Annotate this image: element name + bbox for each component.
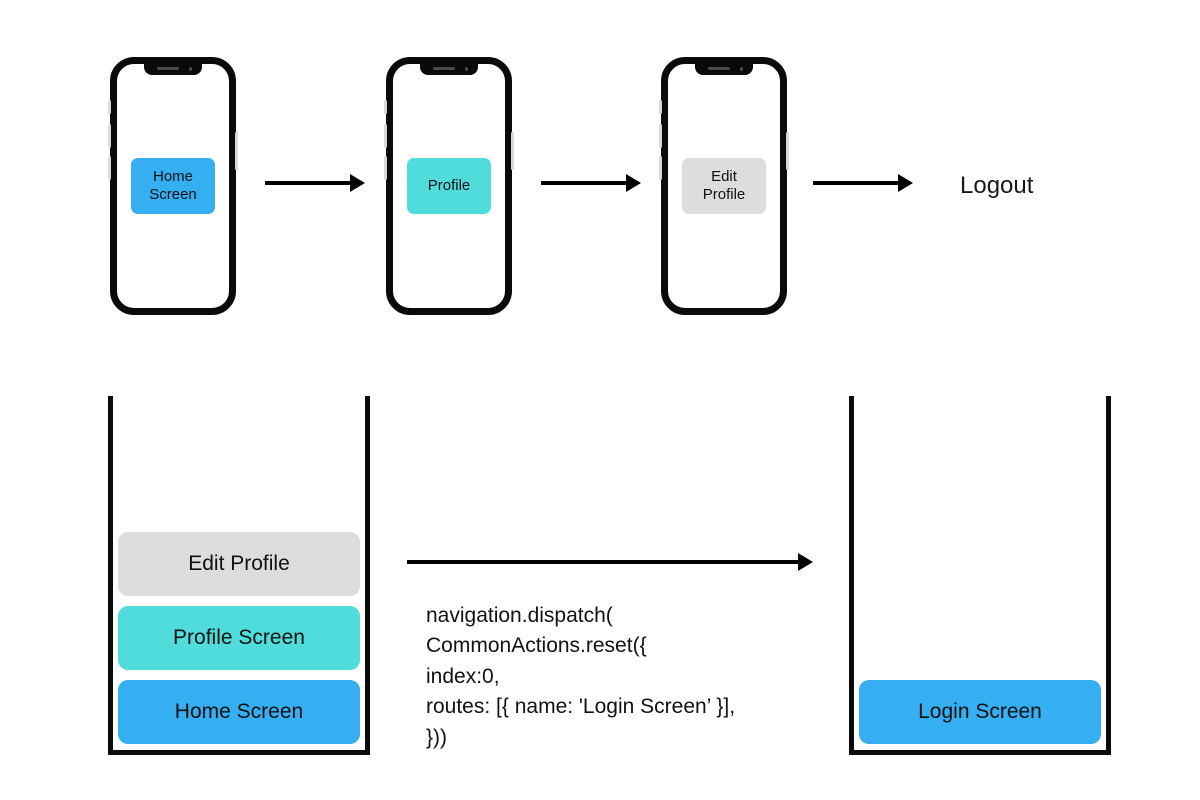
phone-mockup-home: Home Screen [108,57,238,315]
volume-up-button-icon [384,124,387,148]
power-button-icon [235,132,238,170]
silent-switch-icon [108,100,111,114]
phone-notch-icon [144,63,202,75]
notch-speaker-icon [433,67,455,70]
step-2-arrow [541,174,641,192]
notch-speaker-icon [708,67,730,70]
silent-switch-icon [384,100,387,114]
reset-transition-arrow [407,553,813,571]
volume-down-button-icon [384,156,387,180]
silent-switch-icon [659,100,662,114]
phone-notch-icon [695,63,753,75]
arrow-head-icon [798,553,813,571]
navigation-stack-after: Login Screen [849,396,1111,755]
volume-up-button-icon [659,124,662,148]
power-button-icon [511,132,514,170]
arrow-line [813,181,901,185]
arrow-head-icon [898,174,913,192]
arrow-line [541,181,629,185]
phone-mockup-profile: Profile [384,57,514,315]
arrow-head-icon [350,174,365,192]
notch-camera-icon [739,67,743,71]
volume-up-button-icon [108,124,111,148]
step-1-arrow [265,174,365,192]
phone-notch-icon [420,63,478,75]
screen-chip-home[interactable]: Home Screen [131,158,215,214]
notch-camera-icon [464,67,468,71]
notch-camera-icon [188,67,192,71]
volume-down-button-icon [659,156,662,180]
stack-item-home-screen[interactable]: Home Screen [118,680,360,744]
arrow-head-icon [626,174,641,192]
arrow-line [407,560,800,564]
volume-down-button-icon [108,156,111,180]
power-button-icon [786,132,789,170]
arrow-line [265,181,353,185]
navigation-stack-before: Edit Profile Profile Screen Home Screen [108,396,370,755]
phone-mockup-edit-profile: Edit Profile [659,57,789,315]
reset-code-snippet: navigation.dispatch( CommonActions.reset… [426,604,736,749]
step-3-arrow [813,174,913,192]
stack-item-profile-screen[interactable]: Profile Screen [118,606,360,670]
screen-chip-profile[interactable]: Profile [407,158,491,214]
notch-speaker-icon [157,67,179,70]
logout-label: Logout [960,172,1034,199]
stack-item-edit-profile[interactable]: Edit Profile [118,532,360,596]
screen-chip-edit-profile[interactable]: Edit Profile [682,158,766,214]
stack-item-login-screen[interactable]: Login Screen [859,680,1101,744]
